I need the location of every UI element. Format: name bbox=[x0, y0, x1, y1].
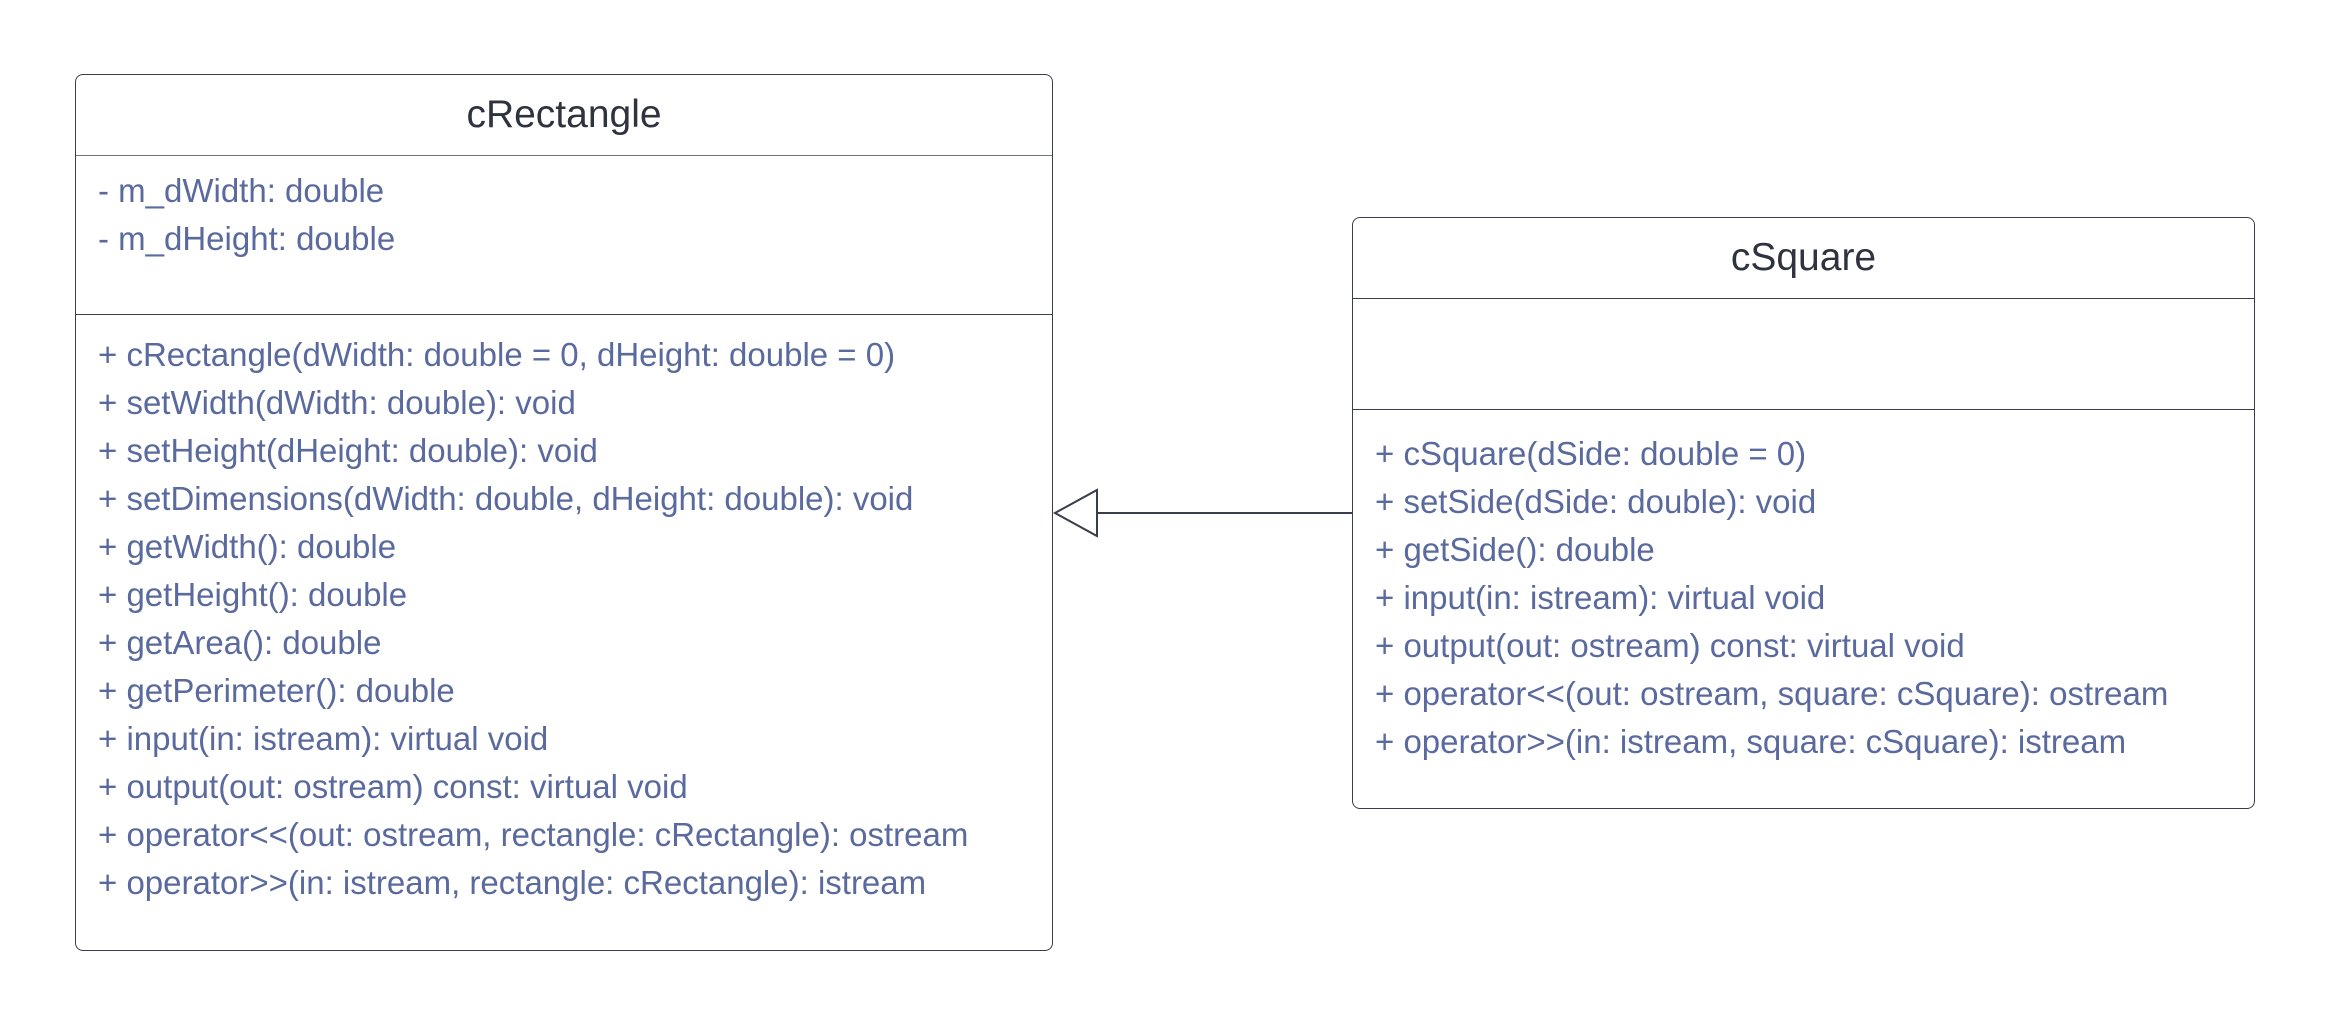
method-row: + getSide(): double bbox=[1375, 531, 1655, 568]
method-row: + input(in: istream): virtual void bbox=[98, 720, 549, 757]
method-row: + operator<<(out: ostream, rectangle: cR… bbox=[98, 816, 969, 853]
method-row: + getHeight(): double bbox=[98, 576, 408, 613]
class-crectangle-title: cRectangle bbox=[466, 93, 662, 136]
method-row: + getPerimeter(): double bbox=[98, 672, 455, 709]
hollow-triangle-arrowhead-icon bbox=[1052, 488, 1098, 538]
class-crectangle-title-divider bbox=[76, 155, 1052, 156]
method-row: + input(in: istream): virtual void bbox=[1375, 579, 1826, 616]
method-row: + operator<<(out: ostream, square: cSqua… bbox=[1375, 675, 2169, 712]
method-row: + operator>>(in: istream, square: cSquar… bbox=[1375, 723, 2127, 760]
method-row: + setHeight(dHeight: double): void bbox=[98, 432, 598, 469]
method-row: + output(out: ostream) const: virtual vo… bbox=[1375, 627, 1965, 664]
attribute-row: - m_dHeight: double bbox=[98, 220, 396, 257]
method-row: + setSide(dSide: double): void bbox=[1375, 483, 1817, 520]
method-row: + setDimensions(dWidth: double, dHeight:… bbox=[98, 480, 914, 517]
method-row: + getArea(): double bbox=[98, 624, 382, 661]
class-crectangle[interactable]: cRectangle - m_dWidth: double - m_dHeigh… bbox=[75, 74, 1053, 951]
method-row: + setWidth(dWidth: double): void bbox=[98, 384, 576, 421]
attribute-row: - m_dWidth: double bbox=[98, 172, 385, 209]
method-row: + output(out: ostream) const: virtual vo… bbox=[98, 768, 688, 805]
class-crectangle-attributes: - m_dWidth: double - m_dHeight: double bbox=[76, 156, 1052, 314]
class-csquare-attributes-divider bbox=[1353, 409, 2254, 410]
method-row: + operator>>(in: istream, rectangle: cRe… bbox=[98, 864, 927, 901]
class-crectangle-methods: + cRectangle(dWidth: double = 0, dHeight… bbox=[76, 315, 1052, 907]
method-row: + cSquare(dSide: double = 0) bbox=[1375, 435, 1807, 472]
class-csquare-title-divider bbox=[1353, 298, 2254, 299]
method-row: + getWidth(): double bbox=[98, 528, 397, 565]
class-crectangle-attributes-divider bbox=[76, 314, 1052, 315]
class-csquare-title: cSquare bbox=[1730, 236, 1877, 279]
class-csquare-methods: + cSquare(dSide: double = 0) + setSide(d… bbox=[1353, 410, 2254, 766]
method-row: + cRectangle(dWidth: double = 0, dHeight… bbox=[98, 336, 896, 373]
class-csquare[interactable]: cSquare + cSquare(dSide: double = 0) + s… bbox=[1352, 217, 2255, 809]
